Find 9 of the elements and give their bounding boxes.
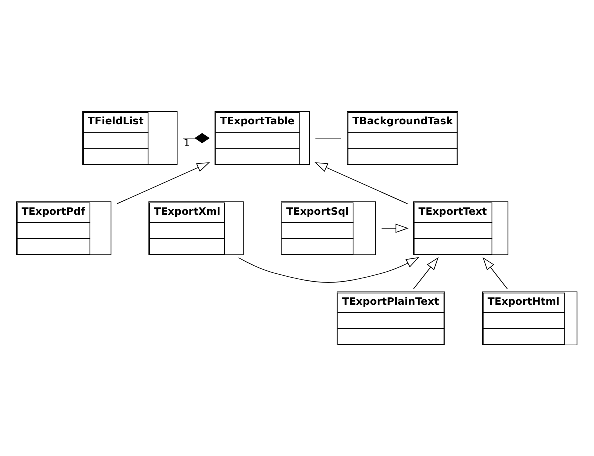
arrow <box>238 256 420 282</box>
arrow <box>314 162 408 204</box>
arrow <box>116 162 210 204</box>
arrow <box>413 256 439 289</box>
edge-label: 1 <box>184 138 190 149</box>
arrow <box>382 223 409 233</box>
connector <box>183 132 210 143</box>
connector <box>315 137 342 138</box>
arrow <box>482 256 508 289</box>
